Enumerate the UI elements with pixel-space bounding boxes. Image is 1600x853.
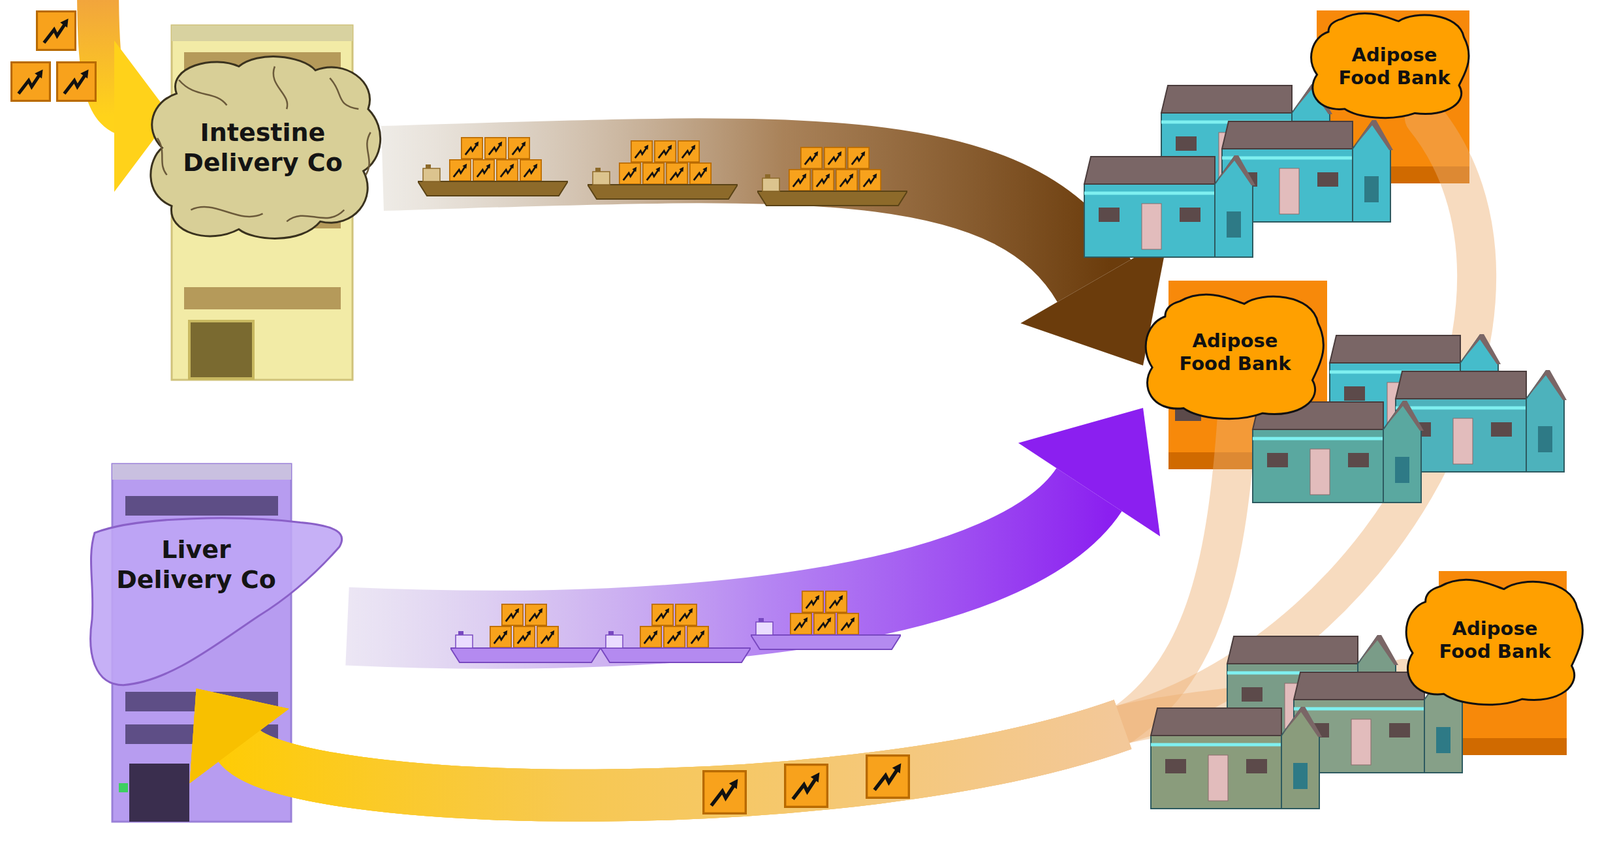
flow-arrow	[189, 117, 1478, 796]
return-band	[1122, 418, 1238, 725]
arrowhead	[1018, 407, 1161, 537]
cargo-ship	[450, 604, 601, 663]
node-label: Adipose Food Bank	[1332, 43, 1457, 90]
window-row	[184, 287, 341, 310]
label-group: Intestine Delivery Co	[165, 118, 361, 178]
label-group: Adipose Food Bank	[1173, 329, 1298, 376]
door-light	[118, 783, 128, 793]
fold-line	[286, 210, 345, 222]
cargo-ship	[600, 604, 751, 663]
label-group: Adipose Food Bank	[1332, 43, 1457, 90]
energy-box	[703, 771, 747, 815]
energy-box	[57, 62, 96, 102]
food-bank-bubble-outline	[1406, 579, 1583, 705]
label-group: Adipose Food Bank	[1432, 617, 1557, 664]
energy-box	[11, 62, 51, 102]
fold-line	[273, 66, 288, 110]
fold-line	[157, 138, 168, 175]
building-roof	[171, 25, 353, 42]
energy-box	[866, 755, 910, 799]
delivery-co-node: Intestine Delivery Co	[142, 50, 383, 245]
flow-arrow	[189, 418, 1238, 796]
return-trunk	[239, 724, 1123, 796]
building-roof	[112, 464, 292, 480]
door	[189, 321, 254, 379]
cargo-ship	[587, 141, 738, 200]
door	[129, 763, 190, 822]
node-label: Adipose Food Bank	[1173, 329, 1298, 376]
node-label: Liver Delivery Co	[105, 535, 288, 595]
flow-band	[347, 489, 1090, 630]
fold-line	[329, 78, 359, 110]
flow-arrow	[347, 407, 1161, 630]
window-row	[125, 496, 279, 516]
cargo-ship	[417, 137, 568, 196]
delivery-co-node: Liver Delivery Co	[86, 515, 348, 689]
energy-box	[37, 11, 76, 51]
house	[1150, 706, 1322, 809]
food-bank-bubble-outline	[1311, 13, 1469, 118]
food-bank-node: Adipose Food Bank	[1143, 291, 1328, 419]
return-trunk	[239, 724, 1123, 796]
liver-shape-outline	[90, 518, 343, 686]
node-label: Adipose Food Bank	[1432, 617, 1557, 664]
return-trunk	[239, 724, 1123, 796]
fold-line	[365, 132, 371, 175]
fold-line	[178, 80, 227, 106]
arrowhead	[189, 688, 290, 784]
cargo-ship	[757, 147, 908, 206]
house	[1084, 155, 1256, 258]
energy-box	[785, 765, 828, 808]
cargo-ship	[750, 591, 901, 650]
food-bank-node: Adipose Food Bank	[1308, 10, 1473, 118]
house	[1252, 400, 1424, 503]
food-bank-bubble-outline	[1145, 294, 1324, 419]
node-label: Intestine Delivery Co	[165, 118, 361, 178]
food-bank-node: Adipose Food Bank	[1403, 576, 1587, 705]
label-group: Liver Delivery Co	[105, 535, 288, 595]
intestine-shape-outline	[150, 56, 381, 239]
fold-line	[190, 206, 263, 217]
